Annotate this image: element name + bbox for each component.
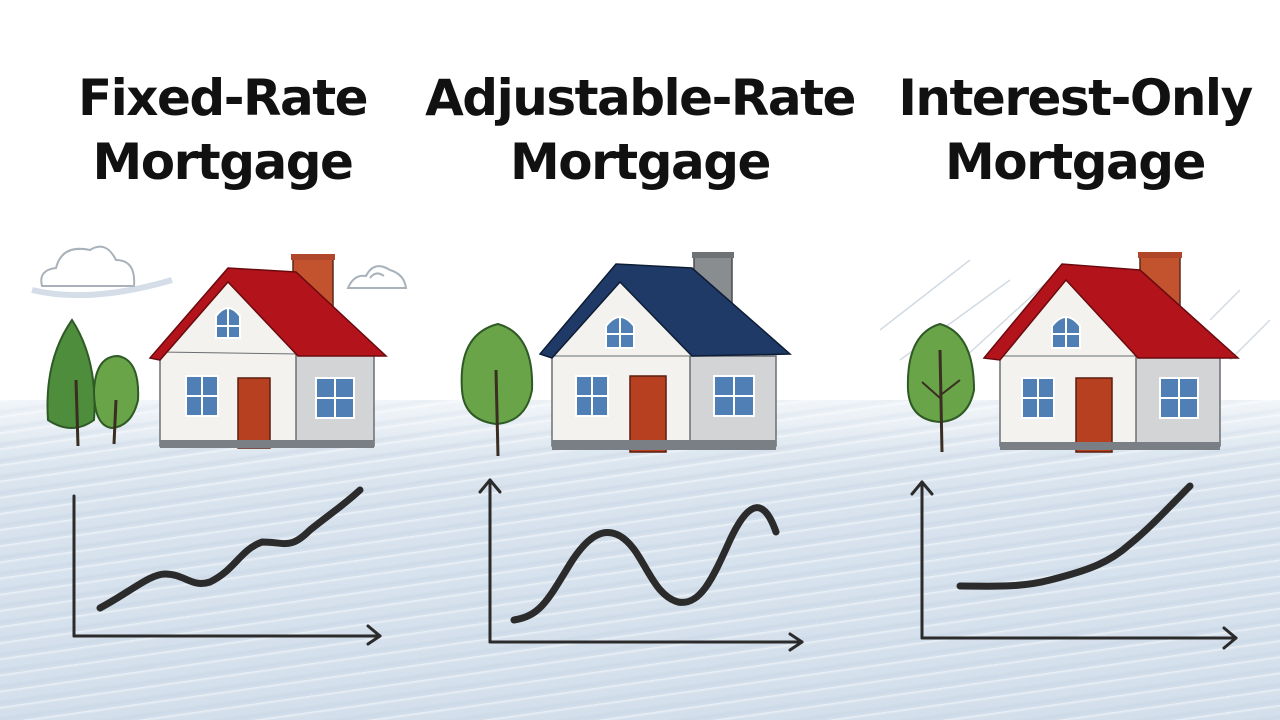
y-axis-arrow-icon	[910, 480, 934, 496]
tree-icon	[46, 318, 96, 447]
house-scene	[460, 252, 792, 457]
rate-line	[510, 504, 780, 624]
x-axis-arrow-icon	[1222, 626, 1238, 650]
house-icon	[148, 254, 388, 449]
house-scene	[879, 252, 1271, 453]
panel-title: Interest-Only Mortgage	[860, 66, 1280, 194]
title-line-1: Interest-Only	[898, 69, 1253, 127]
cloud-icon	[40, 245, 136, 287]
y-axis-arrow-icon	[478, 478, 502, 494]
panel-adjustable-rate: Adjustable-Rate Mortgage	[425, 0, 860, 720]
adjustable-rate-chart	[478, 478, 804, 652]
rate-line	[956, 482, 1194, 590]
fixed-rate-chart	[72, 486, 382, 646]
rate-line	[96, 486, 364, 612]
x-axis-arrow-icon	[366, 624, 382, 646]
tree-icon	[92, 354, 140, 445]
title-line-2: Mortgage	[92, 133, 354, 191]
panel-title: Adjustable-Rate Mortgage	[420, 66, 860, 194]
cloud-icon	[346, 265, 408, 289]
panel-title: Fixed-Rate Mortgage	[0, 66, 445, 194]
house-icon	[538, 252, 792, 453]
tree-icon	[906, 322, 976, 453]
tree-icon	[460, 322, 534, 457]
x-axis-arrow-icon	[788, 632, 804, 652]
panel-interest-only: Interest-Only Mortgage	[860, 0, 1280, 720]
title-line-1: Adjustable-Rate	[425, 69, 856, 127]
panel-fixed-rate: Fixed-Rate Mortgage	[0, 0, 430, 720]
house-icon	[982, 252, 1240, 453]
title-line-1: Fixed-Rate	[77, 69, 369, 127]
house-scene	[31, 245, 408, 449]
interest-only-chart	[910, 480, 1238, 650]
title-line-2: Mortgage	[945, 133, 1206, 191]
title-line-2: Mortgage	[510, 133, 771, 191]
